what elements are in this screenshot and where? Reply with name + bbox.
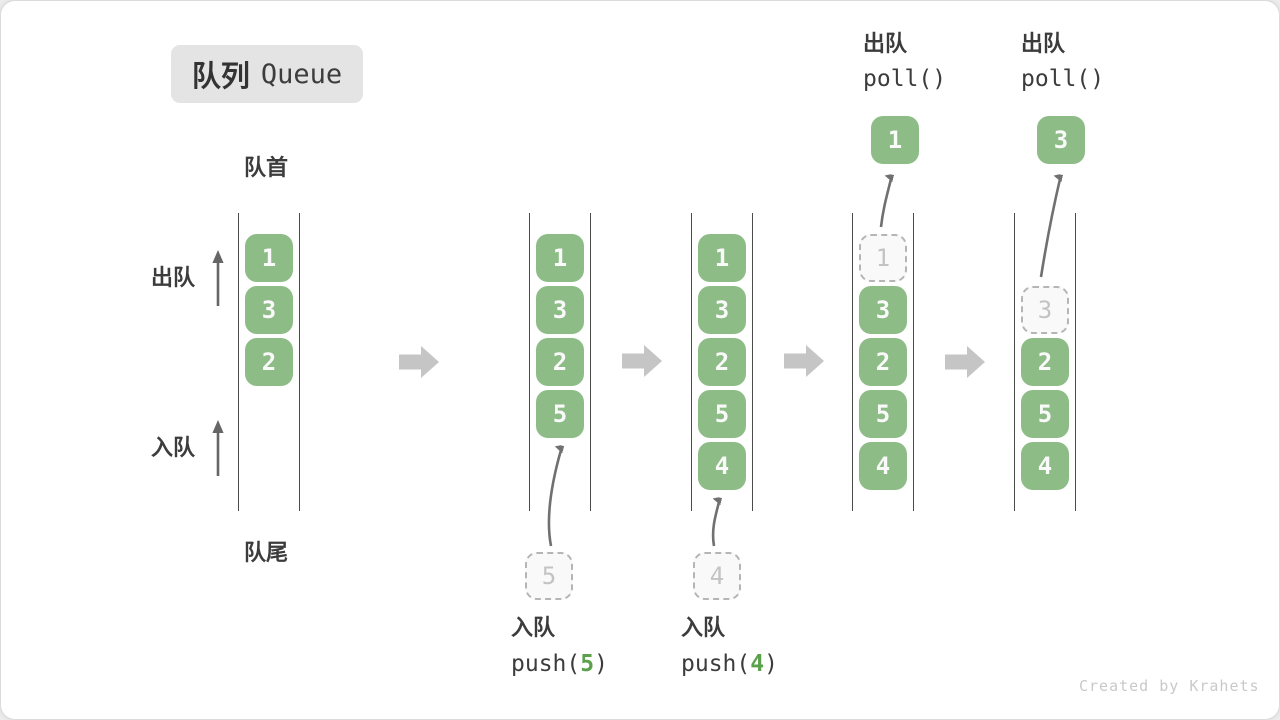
queue-element: 5 xyxy=(1021,390,1069,438)
op-code-poll: poll() xyxy=(1021,66,1105,92)
removed-element-placeholder: 3 xyxy=(1021,286,1069,334)
queue-element: 2 xyxy=(536,338,584,386)
queue-element: 4 xyxy=(1021,442,1069,490)
incoming-element-placeholder: 4 xyxy=(693,552,741,600)
op-enqueue-text: 入队 xyxy=(511,616,556,641)
queue-front-label: 队首 xyxy=(244,156,289,181)
queue-element: 1 xyxy=(536,234,584,282)
enqueue-op-label: 入队 xyxy=(681,618,725,640)
queue-element: 5 xyxy=(536,390,584,438)
op-dequeue-text: 出队 xyxy=(1021,32,1066,57)
popped-element: 1 xyxy=(871,116,919,164)
queue-element: 4 xyxy=(859,442,907,490)
op-code-end: ) xyxy=(764,651,778,677)
enqueue-op-code: push(4) xyxy=(681,653,778,676)
title-en: Queue xyxy=(260,58,343,90)
dequeue-op-label: 出队 xyxy=(863,34,907,56)
arrow-right-icon xyxy=(622,345,662,377)
dequeue-direction-label: 出队 xyxy=(151,266,196,291)
queue-element: 4 xyxy=(698,442,746,490)
popped-element: 3 xyxy=(1037,116,1085,164)
op-code-end: ) xyxy=(594,651,608,677)
queue-element: 3 xyxy=(536,286,584,334)
queue-state-5-channel xyxy=(1014,213,1076,511)
queue-state-4-channel xyxy=(852,213,914,511)
removed-element-placeholder: 1 xyxy=(859,234,907,282)
watermark: Created by Krahets xyxy=(1079,677,1260,695)
enqueue-op-code: push(5) xyxy=(511,653,608,676)
queue-state-1-channel xyxy=(238,213,300,511)
arrow-right-icon xyxy=(945,346,985,378)
op-code-arg: 5 xyxy=(580,651,595,677)
dequeue-op-label: 出队 xyxy=(1021,34,1065,56)
op-enqueue-text: 入队 xyxy=(681,616,726,641)
queue-element: 2 xyxy=(698,338,746,386)
queue-element: 1 xyxy=(245,234,293,282)
title-zh: 队列 xyxy=(191,59,250,93)
queue-state-3-channel xyxy=(691,213,753,511)
queue-state-2-channel xyxy=(529,213,591,511)
queue-element: 3 xyxy=(245,286,293,334)
enqueue-op-label: 入队 xyxy=(511,618,555,640)
arrow-right-icon xyxy=(784,345,824,377)
arrow-right-icon xyxy=(399,346,439,378)
queue-element: 5 xyxy=(698,390,746,438)
title-badge: 队列 Queue xyxy=(171,45,363,103)
incoming-element-placeholder: 5 xyxy=(525,552,573,600)
queue-element: 3 xyxy=(698,286,746,334)
arrow-up-icon xyxy=(212,250,224,306)
queue-element: 5 xyxy=(859,390,907,438)
queue-element: 2 xyxy=(245,338,293,386)
queue-rear-label: 队尾 xyxy=(244,541,289,566)
queue-element: 1 xyxy=(698,234,746,282)
op-code-fn: push( xyxy=(511,651,581,677)
arrow-up-icon xyxy=(212,420,224,476)
op-code-poll: poll() xyxy=(863,66,947,92)
queue-element: 2 xyxy=(1021,338,1069,386)
enqueue-direction-label: 入队 xyxy=(151,436,196,461)
dequeue-op-code: poll() xyxy=(1021,68,1104,91)
queue-element: 2 xyxy=(859,338,907,386)
dequeue-op-code: poll() xyxy=(863,68,946,91)
op-dequeue-text: 出队 xyxy=(863,32,908,57)
op-code-fn: push( xyxy=(681,651,751,677)
queue-element: 3 xyxy=(859,286,907,334)
op-code-arg: 4 xyxy=(750,651,765,677)
